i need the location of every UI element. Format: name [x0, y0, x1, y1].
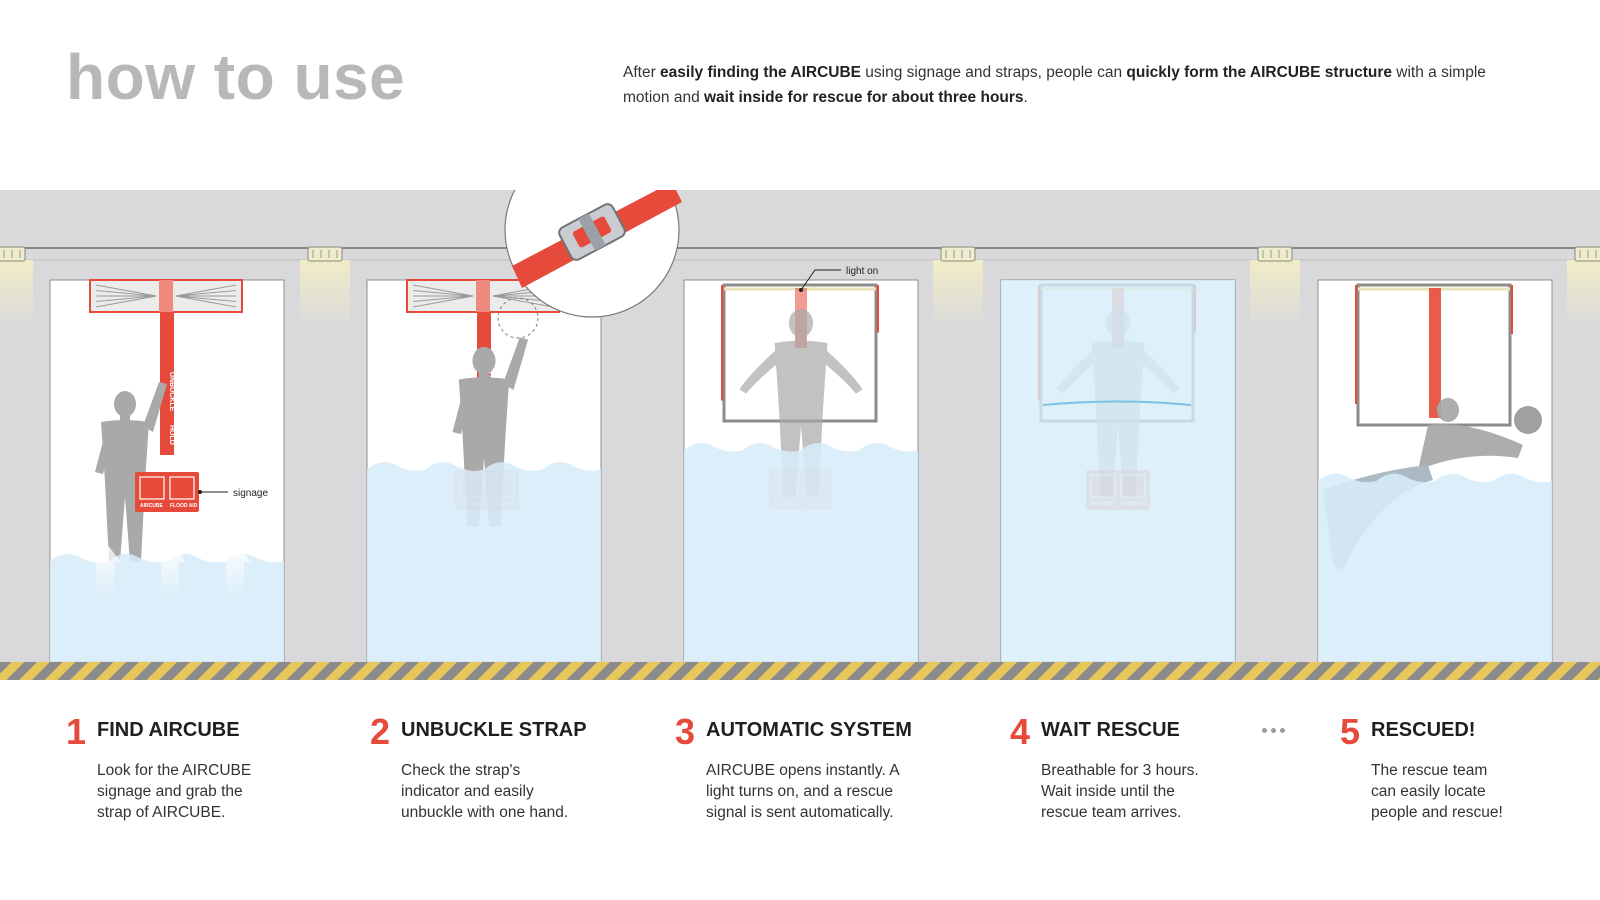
step-number: 3: [675, 711, 696, 752]
ceiling-light-icon: [1250, 246, 1300, 330]
step-description-line: Check the strap's: [401, 762, 521, 779]
step-description-line: The rescue team: [1371, 762, 1488, 779]
intro-segment: wait inside for rescue for about three h…: [704, 89, 1024, 106]
step-number: 5: [1340, 711, 1361, 752]
step-title: WAIT RESCUE: [1041, 719, 1180, 741]
step-description: Check the strap's indicator and easily unb…: [401, 760, 641, 823]
strap-label-unbuckle: UNBUCKLE: [168, 372, 175, 412]
flood-water: [367, 462, 601, 662]
step-description: Breathable for 3 hours. Wait inside until…: [1041, 760, 1281, 823]
intro-segment: quickly form the AIRCUBE structure: [1126, 64, 1392, 81]
inner-water-line: [1042, 400, 1192, 406]
step-description: Look for the AIRCUBE signage and grab the…: [97, 760, 337, 823]
buckle-callout: [497, 190, 682, 339]
intro-segment: After: [623, 64, 661, 81]
step-description-line: rescue team arrives.: [1041, 804, 1182, 821]
signage-callout-label: signage: [233, 488, 268, 499]
aircube-signage: AIRCUBE FLOOD AID: [135, 472, 199, 512]
rising-water-arrow-icon: [219, 542, 251, 598]
step-title: FIND AIRCUBE: [97, 719, 240, 741]
step-description-line: people and rescue!: [1371, 804, 1503, 821]
hazard-strip: [0, 662, 1600, 680]
step-description-line: signage and grab the: [97, 783, 243, 800]
intro-segment: .: [1023, 89, 1028, 106]
ellipsis-dots: [1262, 720, 1289, 738]
step-number: 4: [1010, 711, 1031, 752]
intro-segment: using signage and straps, people can: [861, 64, 1127, 81]
step-description: AIRCUBE opens instantly. A light turns on…: [706, 760, 946, 823]
step-description-line: strap of AIRCUBE.: [97, 804, 226, 821]
step-description: The rescue team can easily locate people a…: [1371, 760, 1600, 823]
sign-label-aircube: AIRCUBE: [140, 503, 163, 509]
light-on-callout-label: light on: [846, 266, 878, 277]
step-description-line: can easily locate: [1371, 783, 1486, 800]
flood-water: [1318, 473, 1552, 662]
ceiling-lights: [0, 246, 1600, 330]
aircube-housing: [89, 279, 243, 313]
intro-text: After easily finding the AIRCUBE using s…: [623, 60, 1503, 110]
intro-segment: easily finding the AIRCUBE: [660, 64, 861, 81]
strap: UNBUCKLE HOLD: [160, 312, 175, 455]
ceiling-light-icon: [1567, 246, 1600, 330]
step-title: UNBUCKLE STRAP: [401, 719, 587, 741]
step-description-line: indicator and easily: [401, 783, 534, 800]
rising-water-arrow-icon: [89, 542, 121, 598]
page-title: how to use: [66, 41, 406, 113]
step-description-line: light turns on, and a rescue: [706, 783, 893, 800]
step-description-line: Look for the AIRCUBE: [97, 762, 252, 779]
sign-label-flood-aid: FLOOD AID: [170, 503, 198, 509]
step-title: RESCUED!: [1371, 719, 1476, 741]
step-description-line: unbuckle with one hand.: [401, 804, 569, 821]
flood-water: [1001, 280, 1235, 662]
strap-label-hold: HOLD: [168, 425, 175, 445]
step-description-line: signal is sent automatically.: [706, 804, 894, 821]
panel-step-1: UNBUCKLE HOLD AIRCUBE FLOOD AID signage: [49, 279, 285, 663]
flood-water: [684, 443, 918, 662]
step-number: 2: [370, 711, 391, 752]
panel-step-5: [1317, 279, 1553, 663]
step-description-line: AIRCUBE opens instantly. A: [706, 762, 900, 779]
step-title: AUTOMATIC SYSTEM: [706, 719, 912, 741]
rising-water-arrow-icon: [154, 542, 186, 598]
step-description-line: Wait inside until the: [1041, 783, 1175, 800]
step-description-line: Breathable for 3 hours.: [1041, 762, 1199, 779]
buckle-icon: [558, 203, 626, 261]
ceiling-light-icon: [300, 246, 350, 330]
steps-list: 1 FIND AIRCUBE Look for the AIRCUBE signage…: [0, 712, 1600, 862]
intro-segment: with a simple motion and: [623, 64, 1486, 106]
ceiling-light-icon: [933, 246, 983, 330]
ceiling-light-icon: [0, 246, 33, 330]
step-number: 1: [66, 711, 87, 752]
